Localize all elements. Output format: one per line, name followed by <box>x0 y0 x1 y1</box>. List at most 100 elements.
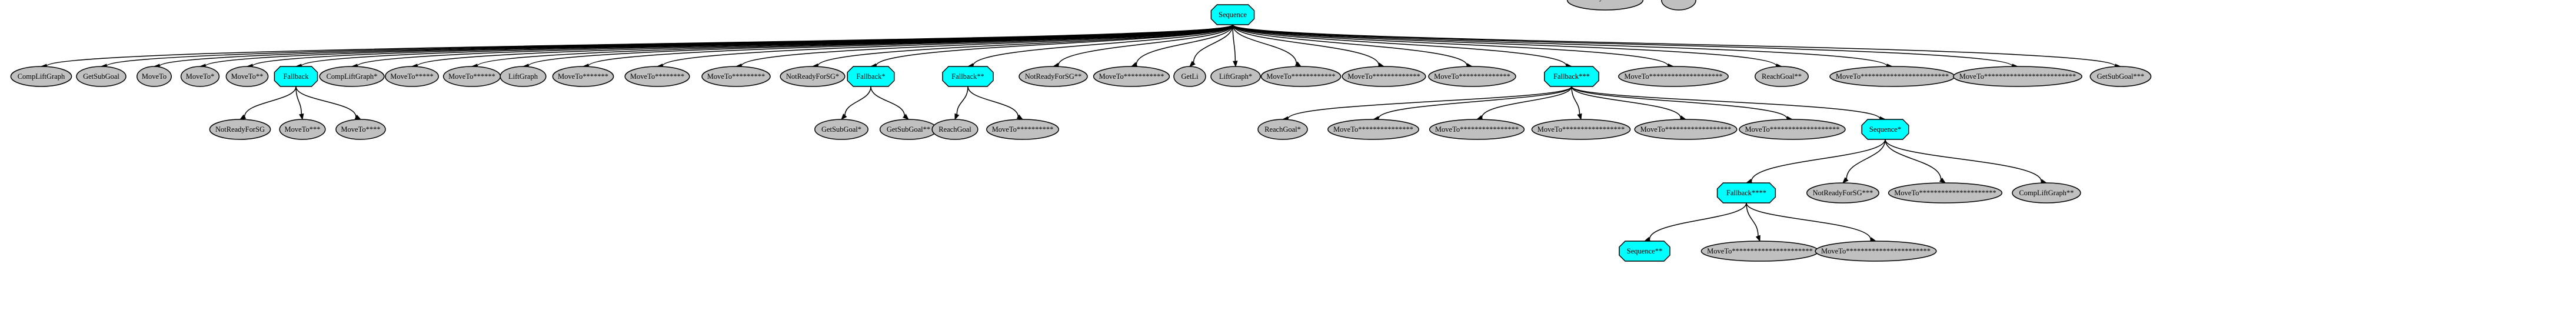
node-label: Fallback**** <box>1726 189 1766 197</box>
tree-edges <box>40 24 2122 242</box>
edge-movetoxxxxxxxxxx <box>967 86 1019 117</box>
edge-fallbackxx <box>973 24 1233 66</box>
node-label: MoveTo************* <box>1347 72 1420 81</box>
leaf-node-shape <box>1429 119 1525 140</box>
node-label: NotReadyForSG**** <box>1573 0 1637 2</box>
node-reachgoalxx: ReachGoal** <box>1755 66 1809 87</box>
leaf-node-shape <box>279 119 326 140</box>
leaf-node-shape <box>1327 119 1419 140</box>
leaf-node-shape <box>1210 66 1261 87</box>
edge-sequencex <box>1571 86 1881 119</box>
node-compliftgraph: CompLiftGraph <box>10 66 72 87</box>
node-label: MoveTo <box>142 72 167 81</box>
node-label: LiftGraph* <box>1219 72 1252 81</box>
leaf-node-shape <box>1661 0 1696 11</box>
node-movetox: MoveTo* <box>180 66 220 87</box>
node-label: MoveTo********* <box>707 72 765 81</box>
node-label: MoveTo*********** <box>1099 72 1164 81</box>
node-movetoxxxxxxxxxxxxx: MoveTo************* <box>1342 66 1426 87</box>
edge-reachgoalx <box>1287 86 1572 119</box>
node-movetoxxxxxxx: MoveTo******* <box>552 66 614 87</box>
node-label: MoveTo*** <box>285 125 321 134</box>
node-label: MoveTo************ <box>1266 72 1335 81</box>
control-node-shape <box>1619 241 1670 262</box>
node-movetoxxxxxxxxxxxxxxxxxxxxxxxx: MoveTo************************ <box>1829 66 1955 87</box>
node-label: MoveTo********** <box>992 125 1054 134</box>
node-notreadyforsgxxxx: NotReadyForSG**** <box>1566 0 1644 11</box>
node-label: LiftGraph <box>508 72 538 81</box>
edge-movetoxxxxxxxxxxxxxxxxxx <box>1571 86 1682 118</box>
node-getsubgoal: GetSubGoal <box>76 66 127 87</box>
node-getsubgoalx: GetSubGoal* <box>814 119 868 140</box>
node-label: MoveTo******** <box>630 72 684 81</box>
edge-movetoxxxxxxxxxxx <box>1136 24 1233 65</box>
control-node-shape <box>1544 66 1599 87</box>
node-notreadyforsgx: NotReadyForSG* <box>780 66 846 87</box>
node-label: MoveTo***************** <box>1537 125 1625 134</box>
arrowhead <box>954 113 960 121</box>
node-label: Fallback <box>283 72 309 81</box>
node-label: GetSubGoal* <box>821 125 861 134</box>
leaf-node-shape <box>1342 66 1426 87</box>
edge-movetoxxxxxxxxxxxxxxxxxxx <box>1571 86 1788 119</box>
arrowhead <box>841 114 847 121</box>
node-movetoxxxxx: MoveTo***** <box>385 66 439 87</box>
edge-movetoxxxxxxxxxxxxxxxxxxxxxxxx <box>1232 24 1888 67</box>
node-label: NotReadyForSG** <box>1025 72 1082 81</box>
node-label: ReachGoal** <box>1762 72 1802 81</box>
leaf-node-shape <box>1260 66 1342 87</box>
edge-movetoxxxxxxxxxxxxxx <box>1232 24 1467 66</box>
edge-movetoxxxxxxxxxxxxxxx <box>1378 86 1572 119</box>
edge-movetoxxxxxxxxxxxxxxxxx <box>1571 86 1580 115</box>
edge-reachgoalxx <box>1232 24 1777 66</box>
node-label: MoveTo********************** <box>1707 247 1813 255</box>
arrowhead <box>1755 235 1760 242</box>
node-movetoxxxxxxxxxxxxxxxxxxxxx: MoveTo********************* <box>1888 182 2003 203</box>
leaf-node-shape <box>335 119 386 140</box>
arrowhead <box>239 114 247 120</box>
node-label: MoveTo************** <box>1434 72 1510 81</box>
node-movetoxxxxxxxxxxxxxxxxxxxxxx: MoveTo********************** <box>1700 241 1819 262</box>
node-reachgoal: ReachGoal <box>931 119 979 140</box>
node-label: MoveTo****** <box>448 72 495 81</box>
node-getsubgoalxx: GetSubGoal** <box>879 119 938 140</box>
leaf-node-shape <box>1739 119 1846 140</box>
leaf-node-shape <box>552 66 614 87</box>
node-notreadyforsg: NotReadyForSG <box>209 119 271 140</box>
edge-fallbackx <box>876 24 1233 66</box>
leaf-node-shape <box>319 66 385 87</box>
edge-movetoxxxxxxxxxxxxxxxxxxxxx <box>1885 139 1942 180</box>
node-label: GetSubGoal <box>83 72 119 81</box>
leaf-node-shape <box>1093 66 1170 87</box>
node-label: Sequence* <box>1869 125 1901 134</box>
edge-movetoxxxx <box>295 86 357 118</box>
node-label: GetLi <box>1181 72 1199 81</box>
node-sequencex: Sequence* <box>1861 119 1909 140</box>
leaf-node-shape <box>1618 66 1729 87</box>
edge-fallbackxxx <box>1232 24 1567 66</box>
node-movetoxxxxxxxx: MoveTo******** <box>624 66 690 87</box>
edge-notreadyforsgx <box>817 24 1233 66</box>
edge-sequencexx <box>1649 202 1747 239</box>
leaf-node-shape <box>624 66 690 87</box>
node-movetoxxxxxxxxxxx: MoveTo*********** <box>1093 66 1170 87</box>
leaf-node-shape <box>137 66 172 87</box>
node-label: CompLiftGraph** <box>2019 189 2074 197</box>
leaf-node-shape <box>1634 119 1738 140</box>
control-node-shape <box>847 66 895 87</box>
node-label: MoveTo***** <box>390 72 433 81</box>
node-label: GetSubGoal** <box>887 125 930 134</box>
node-movetoxxxxxxxxxxxxxxxxxxx: MoveTo******************* <box>1739 119 1846 140</box>
node-movetoxxxxxxxxxxxxxxx: MoveTo*************** <box>1327 119 1419 140</box>
node-getsubgoalxxx: GetSubGoal*** <box>2089 66 2152 87</box>
leaf-node-shape <box>1173 66 1206 87</box>
leaf-node-shape <box>1953 66 2082 87</box>
leaf-node-shape <box>1566 0 1644 11</box>
leaf-node-shape <box>780 66 846 87</box>
node-movetoxxxxxxxxxxxx: MoveTo************ <box>1260 66 1342 87</box>
leaf-node-shape <box>1888 182 2003 203</box>
leaf-node-shape <box>180 66 220 87</box>
arrowhead <box>1189 61 1196 67</box>
node-moveto: MoveTo <box>137 66 172 87</box>
